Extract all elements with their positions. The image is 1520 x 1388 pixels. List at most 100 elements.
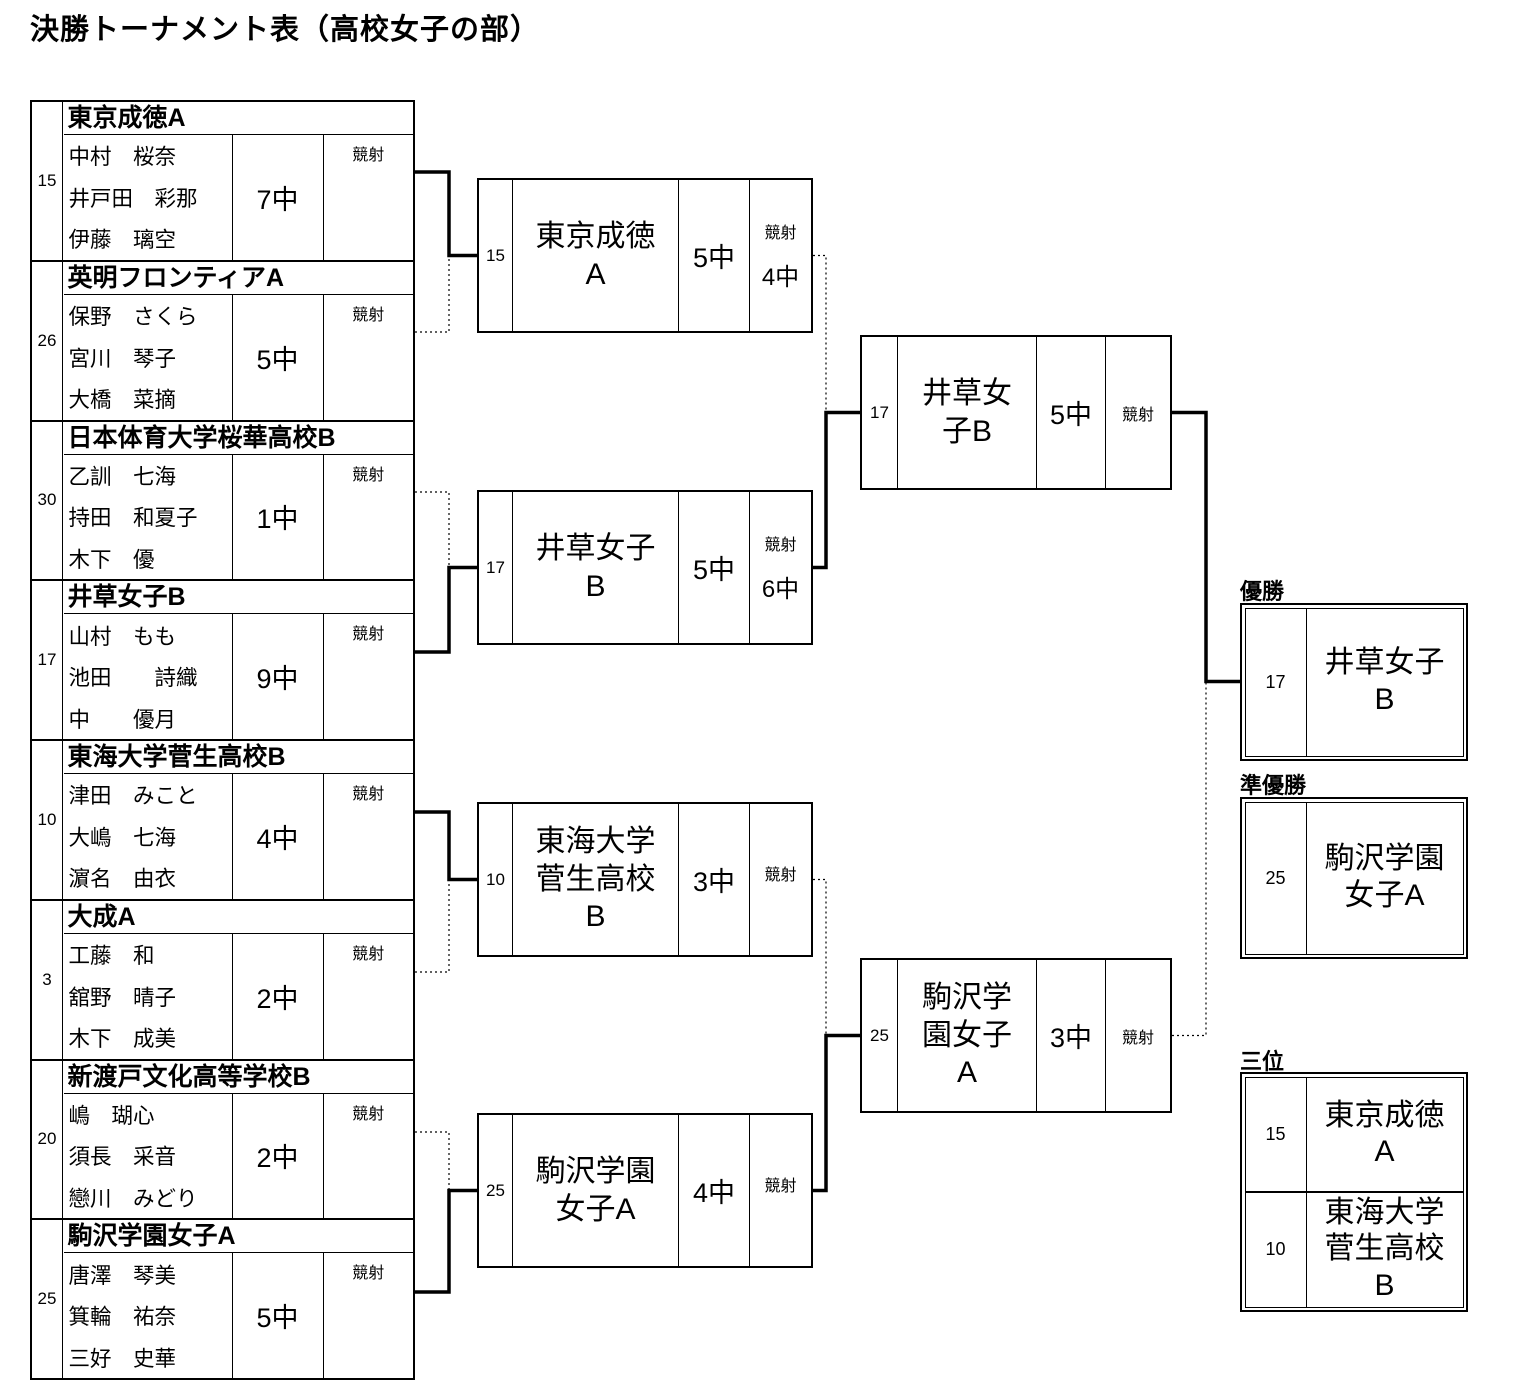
team-name: 駒沢学園 女子A — [1324, 842, 1445, 912]
entry-body: 工藤 和 舘野 晴子 木下 成美 2中 競射 — [64, 933, 414, 1059]
team-name: 井草女子B — [63, 581, 413, 615]
entry-main: 大成A 工藤 和 舘野 晴子 木下 成美 2中 競射 — [63, 901, 414, 1059]
third-place-box-inner: 15 東京成徳 A 10 東海大学 菅生高校 B — [1244, 1076, 1464, 1308]
seed-number: 25 — [1246, 802, 1307, 954]
entry-body: 唐澤 琴美 箕輪 祐奈 三好 史華 5中 競射 — [64, 1253, 414, 1378]
player-name: 須長 采音 — [68, 1145, 177, 1170]
seed-number: 17 — [32, 581, 63, 739]
shootoff-cell: 競射 — [352, 306, 385, 324]
player-list: 乙訓 七海 持田 和夏子 木下 優 — [64, 454, 233, 580]
team-name: 英明フロンティアA — [63, 262, 413, 295]
player-list: 山村 もも 池田 詩織 中 優月 — [64, 614, 233, 739]
hit-score: 7中 — [233, 135, 324, 260]
seed-number: 3 — [32, 900, 63, 1059]
winner-connector — [415, 810, 477, 882]
hit-score: 3中 — [679, 804, 750, 955]
winner-connector — [813, 1033, 860, 1193]
seed-number: 17 — [479, 492, 513, 643]
entry-body: 津田 みこと 大嶋 七海 濵名 由衣 4中 競射 — [64, 774, 414, 899]
round1-entry-igusa-joshi-b: 17 井草女子B 山村 もも 池田 詩織 中 優月 9中 競射 — [32, 581, 413, 741]
shootoff-label: 競射 — [764, 1177, 797, 1195]
hit-score: 4中 — [233, 774, 324, 899]
loser-connector — [1172, 681, 1207, 1037]
player-name: 山村 もも — [68, 624, 177, 649]
hit-score: 1中 — [233, 454, 324, 580]
player-list: 中村 桜奈 井戸田 彩那 伊藤 璃空 — [64, 135, 233, 260]
seed-number: 17 — [862, 337, 898, 488]
round1-entry-taisei-a: 3 大成A 工藤 和 舘野 晴子 木下 成美 2中 競射 — [32, 900, 414, 1061]
round2-box-komazawa-gakuen-a: 25 駒沢学園 女子A 4中 競射 — [477, 1113, 813, 1268]
champion-box: 17 井草女子 B — [1240, 603, 1468, 761]
team-name: 駒沢学園 女子A — [513, 1115, 679, 1266]
seed-number: 10 — [479, 804, 513, 955]
champion-label: 優勝 — [1240, 579, 1285, 604]
seed-number: 26 — [32, 261, 63, 420]
team-name: 東京成徳A — [63, 102, 413, 135]
hit-score: 9中 — [233, 614, 324, 739]
result-row: 17 井草女子 B — [1246, 608, 1463, 756]
entry-main: 英明フロンティアA 保野 さくら 宮川 琴子 大橋 菜摘 5中 競射 — [63, 262, 413, 420]
player-name: 中 優月 — [68, 707, 177, 732]
team-name: 東京成徳 A — [513, 180, 679, 331]
runnerup-box-inner: 25 駒沢学園 女子A — [1244, 801, 1464, 955]
hit-score: 3中 — [1037, 960, 1106, 1111]
hit-score: 2中 — [233, 933, 324, 1059]
shootoff-cell: 競射 — [352, 1265, 385, 1283]
round1-entry-nitobe-bunka-b: 20 新渡戸文化高等学校B 嶋 瑚心 須長 采音 戀川 みどり 2中 競射 — [32, 1060, 413, 1221]
entry-main: 日本体育大学桜華高校B 乙訓 七海 持田 和夏子 木下 優 1中 競射 — [63, 422, 413, 580]
shootoff-cell: 競射 4中 — [750, 180, 811, 331]
shootoff-cell: 競射 — [750, 1115, 811, 1266]
team-name: 駒沢学園女子A — [63, 1220, 413, 1254]
entry-main: 東京成徳A 中村 桜奈 井戸田 彩那 伊藤 璃空 7中 競射 — [63, 102, 413, 260]
entry-body: 山村 もも 池田 詩織 中 優月 9中 競射 — [64, 614, 414, 739]
player-name: 工藤 和 — [68, 944, 155, 969]
player-name: 乙訓 七海 — [68, 464, 177, 489]
shootoff-label: 競射 — [1121, 406, 1154, 424]
player-name: 戀川 みどり — [68, 1186, 198, 1211]
shootoff-cell: 競射 — [1106, 337, 1170, 488]
third-place-box: 15 東京成徳 A 10 東海大学 菅生高校 B — [1240, 1072, 1468, 1312]
champion-box-inner: 17 井草女子 B — [1244, 607, 1464, 757]
semifinal-box-komazawa-gakuen-a: 25 駒沢学 園女子 A 3中 競射 — [860, 958, 1172, 1113]
team-name: 井草女子 B — [513, 492, 679, 643]
player-name: 井戸田 彩那 — [68, 186, 198, 211]
shootoff-cell: 競射 6中 — [750, 492, 811, 643]
player-list: 津田 みこと 大嶋 七海 濵名 由衣 — [64, 774, 233, 899]
result-row: 25 駒沢学園 女子A — [1246, 802, 1463, 954]
player-name: 持田 和夏子 — [68, 506, 198, 531]
round1-entry-tokaidai-sugao-b: 10 東海大学菅生高校B 津田 みこと 大嶋 七海 濵名 由衣 4中 競射 — [32, 741, 413, 901]
seed-number: 10 — [32, 741, 63, 899]
team-name: 大成A — [63, 901, 413, 934]
loser-connector — [415, 255, 450, 333]
loser-connector — [415, 1131, 450, 1191]
player-name: 木下 優 — [68, 547, 155, 572]
round1-column: 15 東京成徳A 中村 桜奈 井戸田 彩那 伊藤 璃空 7中 競射 26 英明フ… — [30, 100, 415, 1380]
player-name: 伊藤 璃空 — [68, 228, 177, 253]
round1-entry-eimei-frontier-a: 26 英明フロンティアA 保野 さくら 宮川 琴子 大橋 菜摘 5中 競射 — [32, 261, 413, 422]
page-title: 決勝トーナメント表（高校女子の部） — [30, 14, 541, 46]
player-list: 保野 さくら 宮川 琴子 大橋 菜摘 — [64, 294, 233, 420]
entry-main: 井草女子B 山村 もも 池田 詩織 中 優月 9中 競射 — [63, 581, 414, 739]
seed-number: 15 — [32, 102, 63, 260]
player-name: 津田 みこと — [68, 784, 198, 809]
seed-number: 15 — [479, 180, 513, 331]
semifinal-box-igusa-joshi-b: 17 井草女 子B 5中 競射 — [860, 335, 1172, 490]
shootoff-cell: 競射 — [352, 147, 385, 165]
round1-entry-tokyoseitoku-a: 15 東京成徳A 中村 桜奈 井戸田 彩那 伊藤 璃空 7中 競射 — [32, 102, 413, 262]
seed-number: 20 — [32, 1060, 63, 1219]
shootoff-label: 競射 — [764, 866, 797, 884]
shootoff-label: 競射 — [764, 537, 797, 554]
player-list: 唐澤 琴美 箕輪 祐奈 三好 史華 — [64, 1253, 233, 1378]
hit-score: 2中 — [233, 1093, 324, 1219]
round1-entry-nittaidai-ohka-b: 30 日本体育大学桜華高校B 乙訓 七海 持田 和夏子 木下 優 1中 競射 — [32, 421, 413, 582]
hit-score: 5中 — [679, 492, 750, 643]
player-name: 大橋 菜摘 — [68, 388, 177, 413]
shootoff-label: 競射 — [1121, 1029, 1154, 1047]
shootoff-cell: 競射 — [352, 466, 385, 484]
shootoff-cell: 競射 — [352, 1105, 385, 1123]
loser-connector — [813, 878, 827, 1036]
player-name: 嶋 瑚心 — [68, 1103, 155, 1128]
hit-score: 5中 — [1037, 337, 1106, 488]
